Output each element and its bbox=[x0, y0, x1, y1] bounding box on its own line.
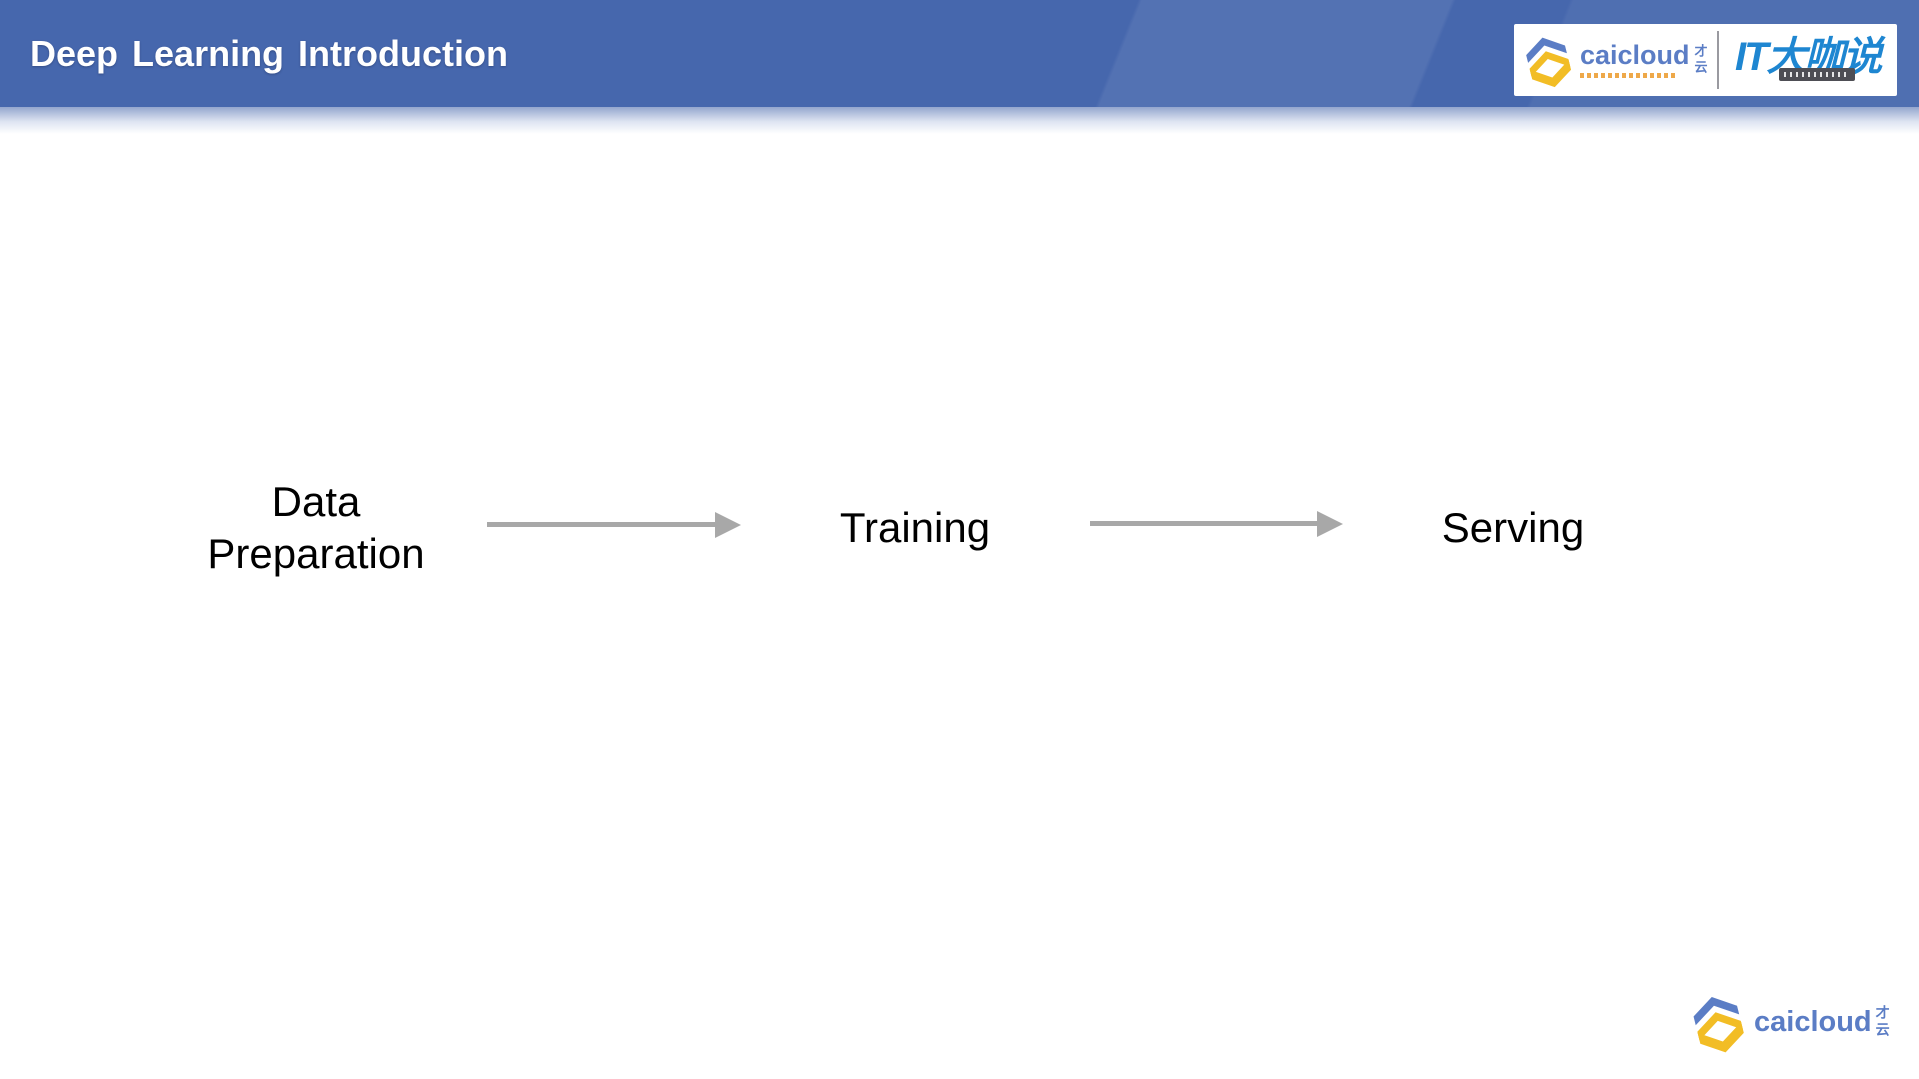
caicloud-chinese-name: 才云 bbox=[1692, 44, 1708, 76]
itdks-badge-microtext bbox=[1778, 68, 1855, 81]
header-fade-divider bbox=[0, 107, 1919, 134]
flow-node-data-preparation: Data Preparation bbox=[207, 478, 425, 577]
caicloud-layers-icon bbox=[1526, 37, 1572, 88]
flow-arrow-1-shaft bbox=[487, 522, 715, 527]
caicloud-wordmark: caicloud bbox=[1754, 1005, 1872, 1038]
caicloud-chinese-name: 才云 bbox=[1874, 1005, 1891, 1039]
flow-node-serving: Serving bbox=[1441, 504, 1585, 551]
logo-divider bbox=[1716, 31, 1719, 89]
caicloud-layers-icon bbox=[1693, 997, 1744, 1053]
caicloud-tagline-microtext bbox=[1580, 73, 1675, 78]
flow-arrow-1-head bbox=[715, 512, 741, 538]
flow-node-training: Training bbox=[839, 504, 991, 551]
page-title: Deep Learning Introduction bbox=[30, 32, 509, 74]
flow-arrow-2-shaft bbox=[1090, 521, 1317, 526]
flow-arrow-2-head bbox=[1317, 511, 1343, 537]
footer-caicloud-logo: caicloud 才云 bbox=[1690, 983, 1891, 1061]
caicloud-logo: caicloud bbox=[1580, 42, 1690, 78]
itdks-logo: IT大咖说 bbox=[1719, 24, 1897, 96]
caicloud-wordmark: caicloud bbox=[1580, 40, 1690, 70]
header-logo-plate: caicloud 才云 IT大咖说 bbox=[1514, 24, 1897, 96]
